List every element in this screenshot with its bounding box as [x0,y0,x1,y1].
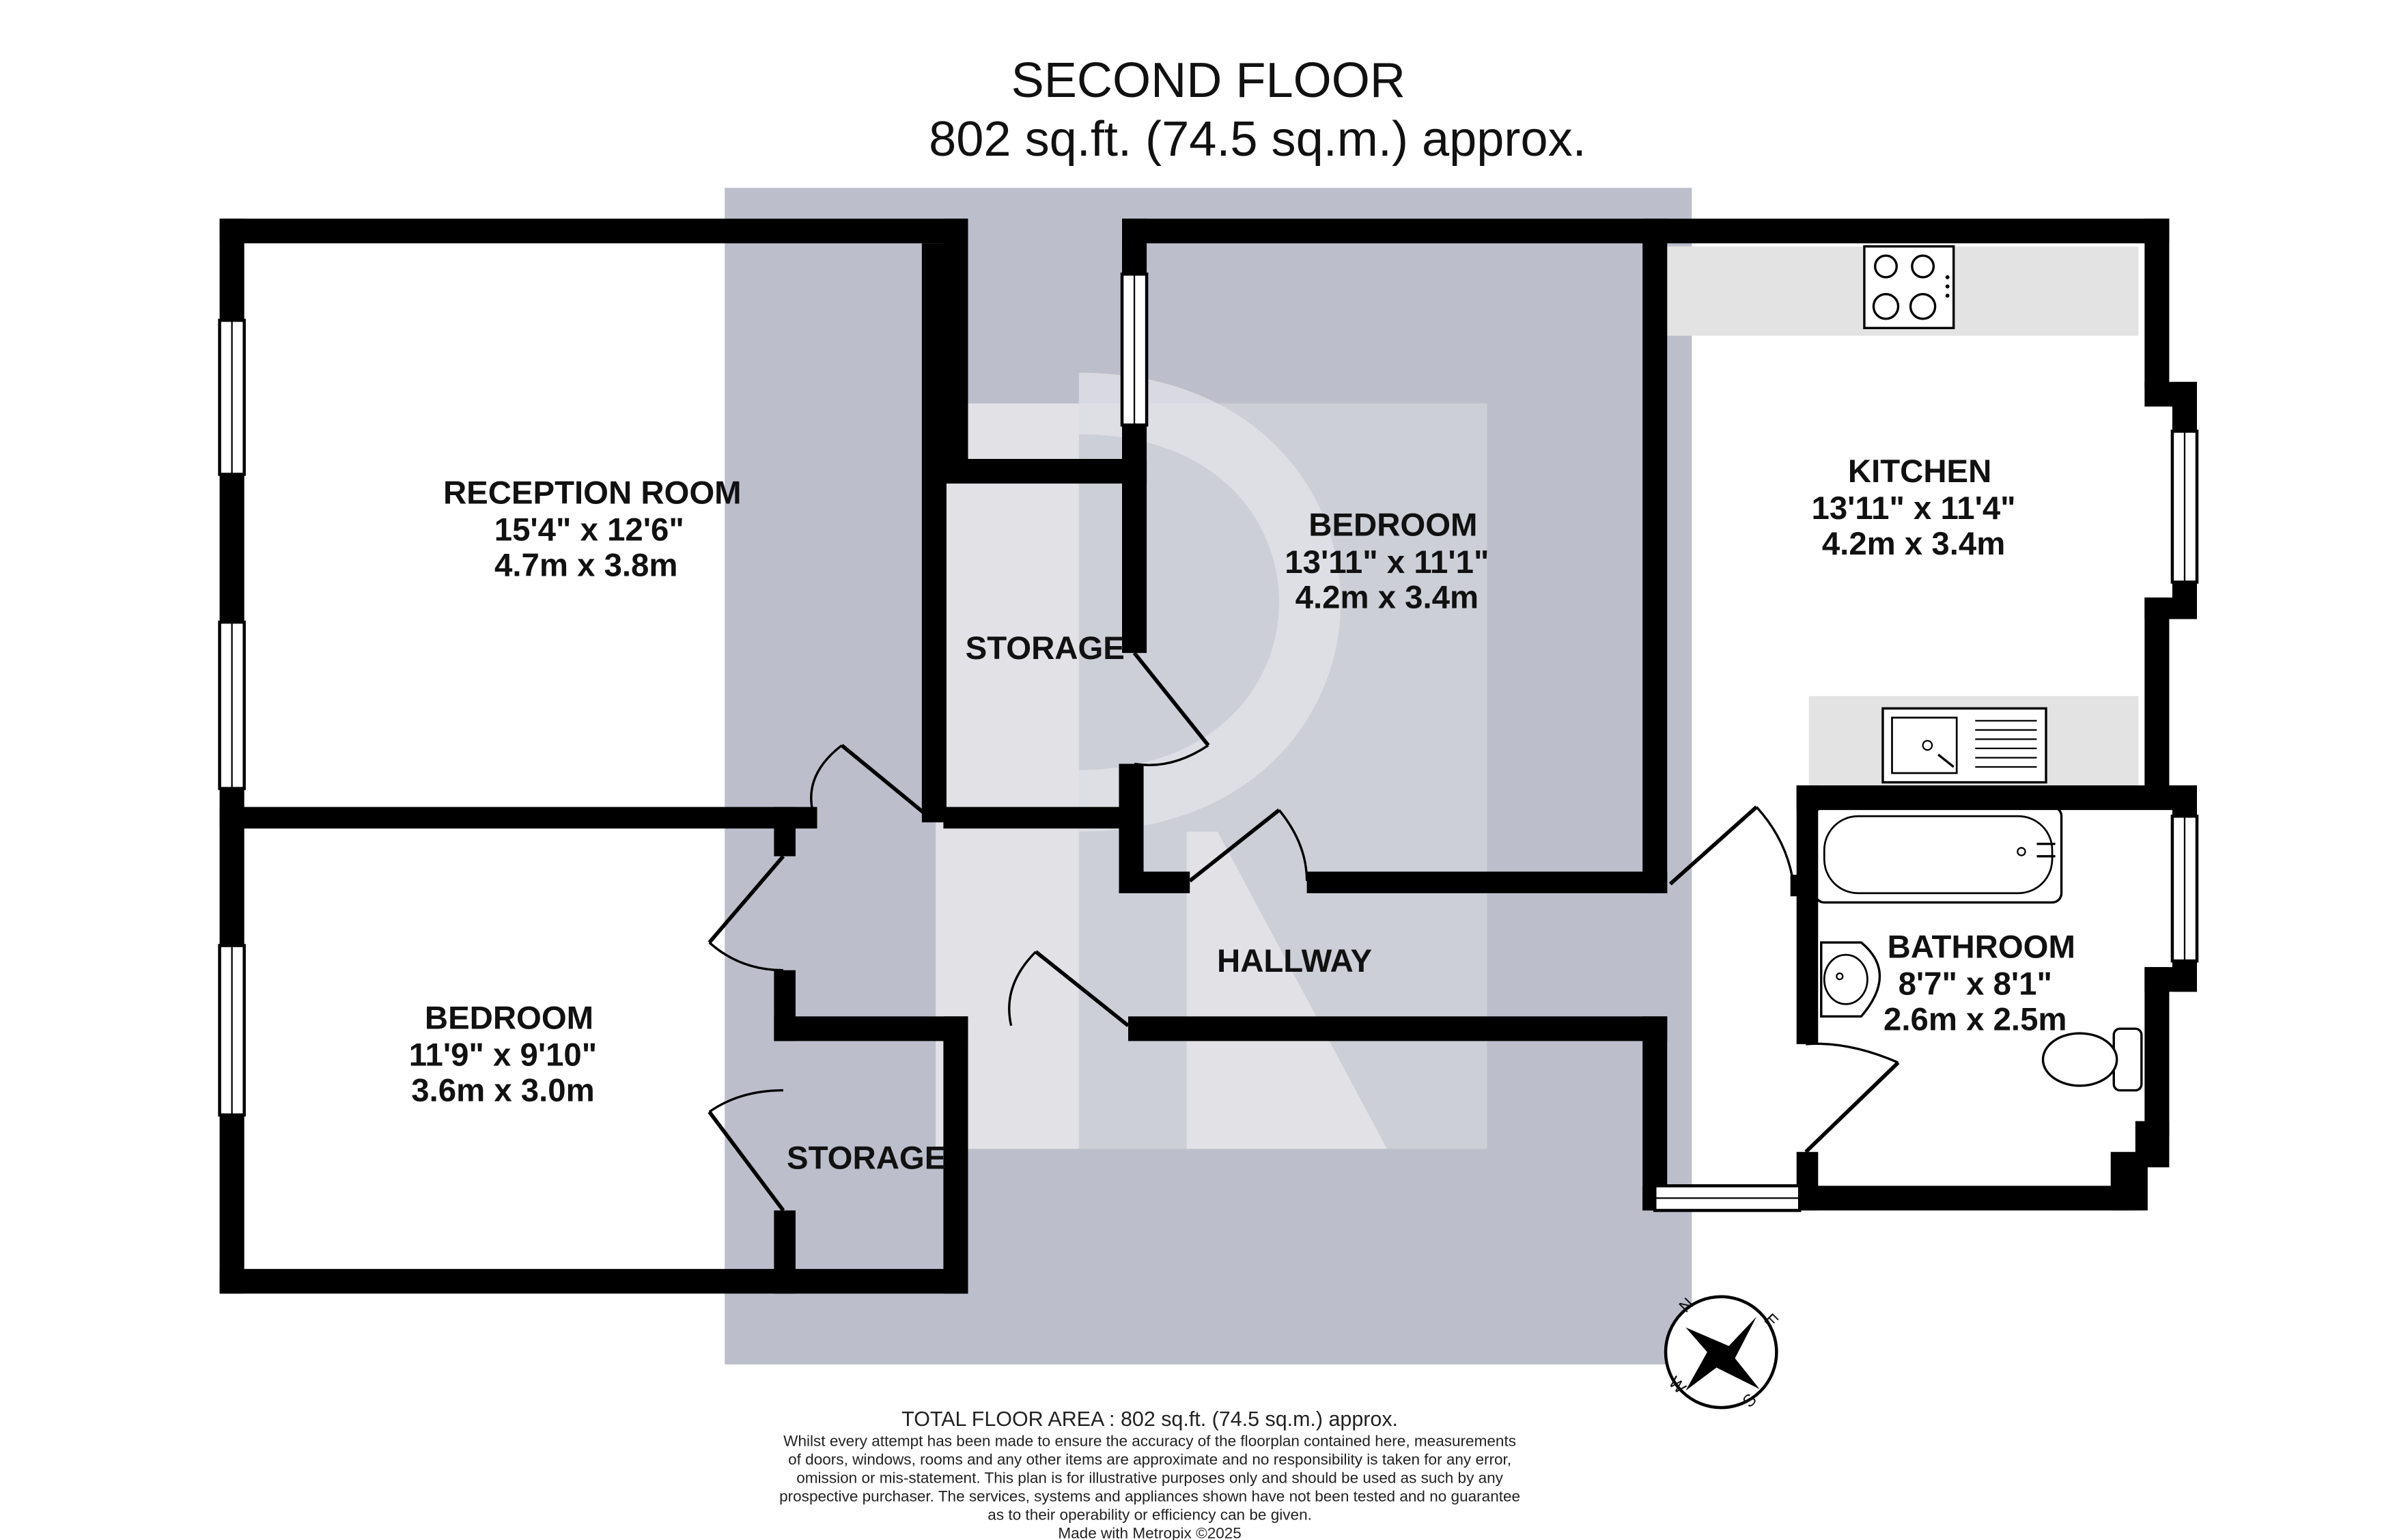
room-name: BEDROOM [1308,507,1477,544]
room-bedroom-second-label: BEDROOM 11'9" x 9'10" 3.6m x 3.0m [409,1000,597,1108]
room-imperial: 11'9" x 9'10" [409,1037,597,1073]
footer-made-with: Made with Metropix ©2025 [1058,1525,1242,1540]
room-name: BATHROOM [1888,929,2075,966]
room-imperial: 8'7" x 8'1" [1899,966,2052,1003]
room-storage-lower-label: STORAGE [787,1140,946,1177]
toilet-icon [2041,1027,2143,1092]
room-hallway-label: HALLWAY [1217,943,1372,979]
watermark-logo [936,372,1487,1149]
floor-title: SECOND FLOOR [1011,53,1405,108]
disclaimer-line: prospective purchaser. The services, sys… [779,1488,1520,1505]
room-imperial: 15'4" x 12'6" [494,512,684,548]
room-imperial: 13'11" x 11'4" [1812,490,2016,527]
room-metric: 4.7m x 3.8m [494,547,677,583]
disclaimer-line: as to their operability or efficiency ca… [988,1507,1312,1524]
hob-icon [1863,245,1955,330]
disclaimer-line: Whilst every attempt has been made to en… [783,1432,1516,1449]
room-name: KITCHEN [1848,453,1991,490]
room-bedroom-main-label: BEDROOM 13'11" x 11'1" 4.2m x 3.4m [1285,507,1489,616]
room-storage-upper-label: STORAGE [966,630,1125,667]
disclaimer-line: of doors, windows, rooms and any other i… [788,1451,1511,1468]
room-imperial: 13'11" x 11'1" [1285,544,1489,580]
footer-total-area: TOTAL FLOOR AREA : 802 sq.ft. (74.5 sq.m… [901,1408,1398,1431]
room-name: BEDROOM [425,1000,593,1036]
room-metric: 4.2m x 3.4m [1822,526,2005,562]
room-name: RECEPTION ROOM [443,475,742,511]
room-reception-label: RECEPTION ROOM 15'4" x 12'6" 4.7m x 3.8m [443,475,742,583]
room-bathroom-label: BATHROOM 8'7" x 8'1" 2.6m x 2.5m [1883,929,2075,1038]
bath-icon [1814,805,2063,904]
room-metric: 2.6m x 2.5m [1883,1002,2067,1038]
room-metric: 3.6m x 3.0m [411,1072,594,1108]
room-metric: 4.2m x 3.4m [1295,580,1479,616]
floor-area: 802 sq.ft. (74.5 sq.m.) approx. [929,112,1586,167]
disclaimer-line: omission or mis-statement. This plan is … [796,1470,1503,1487]
basin-icon [1820,941,1881,1018]
doors [708,652,1900,1212]
compass-icon: N E S W [1664,1295,1782,1412]
sink-icon [1881,707,2047,784]
room-kitchen-label: KITCHEN 13'11" x 11'4" 4.2m x 3.4m [1812,453,2016,562]
footer-disclaimer: Whilst every attempt has been made to en… [779,1432,1520,1523]
windows [218,272,2199,1212]
